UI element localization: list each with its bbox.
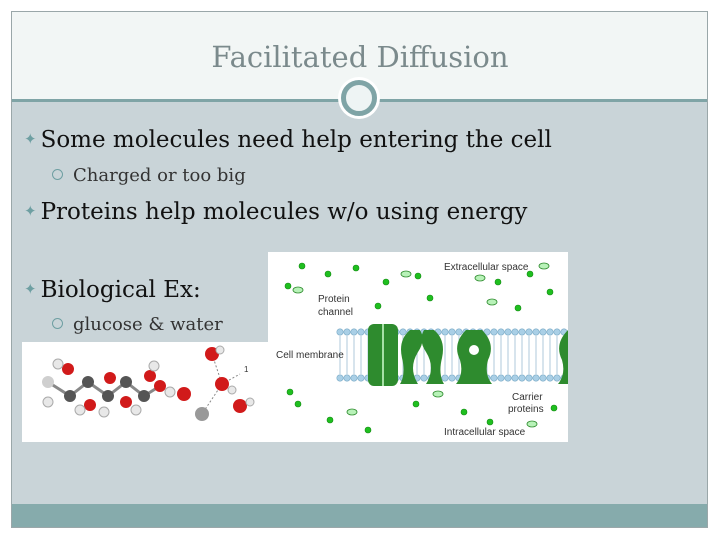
bullet-1-1-text: Charged or too big: [73, 165, 246, 186]
water-label: 1: [244, 365, 249, 374]
bullet-marker-icon: ✦: [24, 130, 37, 148]
carrier-proteins-label: Carrier: [512, 392, 543, 403]
bullet-marker-icon: ✦: [24, 280, 37, 298]
water-molecules: 1: [177, 345, 255, 421]
bullet-1-text: Some molecules need help entering the ce…: [40, 127, 552, 153]
protein-channel-icon: [368, 324, 398, 386]
intracellular-space-label: Intracellular space: [444, 427, 526, 438]
bullet-3-text: Biological Ex:: [40, 277, 201, 303]
sub-bullet-marker-icon: [52, 169, 63, 180]
membrane-transport-diagram: Extracellular space Protein channel Cell…: [268, 252, 568, 442]
diffusing-molecules: [284, 262, 558, 434]
protein-channel-label: Protein: [318, 294, 350, 305]
slide-title: Facilitated Diffusion: [211, 40, 509, 74]
bullet-3: ✦Biological Ex:: [24, 277, 201, 303]
carrier-proteins-label: proteins: [508, 404, 544, 415]
carrier-protein-icon: [456, 330, 492, 384]
bullet-1-1: Charged or too big: [52, 165, 246, 186]
extracellular-space-label: Extracellular space: [444, 262, 529, 273]
glucose-atoms: [42, 358, 176, 418]
cell-membrane-label: Cell membrane: [276, 350, 344, 361]
sub-bullet-marker-icon: [52, 318, 63, 329]
slide-frame: [11, 11, 708, 528]
bullet-1: ✦Some molecules need help entering the c…: [24, 127, 552, 153]
bullet-marker-icon: ✦: [24, 202, 37, 220]
bullet-2: ✦Proteins help molecules w/o using energ…: [24, 199, 527, 225]
carrier-protein-icon: [400, 330, 444, 384]
ring-ornament-icon: [338, 77, 380, 119]
bullet-3-1-text: glucose & water: [73, 314, 223, 335]
bullet-2-text: Proteins help molecules w/o using energy: [40, 199, 528, 225]
membrane-label-bg: [274, 347, 338, 361]
protein-channel-label: channel: [318, 307, 353, 318]
bullet-3-1: glucose & water: [52, 314, 223, 335]
carrier-protein-icon: [558, 330, 568, 384]
glucose-water-molecules-illustration: 1: [22, 342, 268, 442]
footer-band: [12, 504, 707, 527]
